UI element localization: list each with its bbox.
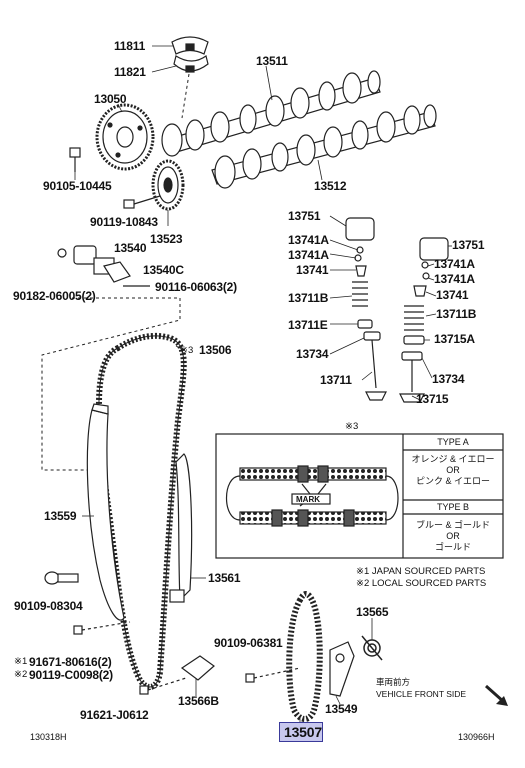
chain-tensioner-13540 <box>57 245 115 275</box>
bolt-90109-06381 <box>245 667 301 683</box>
label-13711b-left[interactable]: 13711B <box>288 291 329 305</box>
label-13540c[interactable]: 13540C <box>143 263 184 277</box>
label-13561[interactable]: 13561 <box>208 571 241 585</box>
label-11821[interactable]: 11821 <box>114 65 146 79</box>
label-13711e[interactable]: 13711E <box>288 318 328 332</box>
label-13734-left[interactable]: 13734 <box>296 347 329 361</box>
label-13559[interactable]: 13559 <box>44 509 77 523</box>
label-13741a-4[interactable]: 13741A <box>434 272 475 286</box>
label-90105-10445[interactable]: 90105-10445 <box>43 179 112 193</box>
label-13741a-3[interactable]: 13741A <box>434 257 475 271</box>
label-13741a-1[interactable]: 13741A <box>288 233 329 247</box>
label-13715a[interactable]: 13715A <box>434 332 475 346</box>
timing-chain-13506 <box>96 332 187 690</box>
label-13741-right[interactable]: 13741 <box>436 288 469 302</box>
label-90119-c0098[interactable]: 90119-C0098(2) <box>29 668 113 682</box>
mark-detail-3: ※3 <box>345 421 359 432</box>
camshaft-13512 <box>211 104 437 189</box>
label-90119-10843[interactable]: 90119-10843 <box>90 215 158 229</box>
valve-train-left <box>345 217 387 401</box>
label-13523[interactable]: 13523 <box>150 232 183 246</box>
label-13511[interactable]: 13511 <box>256 54 288 68</box>
mark-2: ※2 <box>14 669 28 680</box>
label-13751-right[interactable]: 13751 <box>452 238 485 252</box>
label-13512[interactable]: 13512 <box>314 179 347 193</box>
label-91671-80616[interactable]: 91671-80616(2) <box>29 655 112 669</box>
note-japan-sourced: ※1 JAPAN SOURCED PARTS <box>356 566 486 577</box>
chain-guide-13559 <box>86 403 125 621</box>
label-13751-left[interactable]: 13751 <box>288 209 321 223</box>
chain-mark-detail <box>215 433 504 559</box>
bearing-cap-11821 <box>173 55 209 73</box>
label-91621-j0612[interactable]: 91621-J0612 <box>80 708 149 722</box>
bolt-91621 <box>139 677 187 695</box>
sprocket-13523 <box>151 159 185 211</box>
mark-1: ※1 <box>14 656 28 667</box>
vvt-gear-13050 <box>95 103 155 171</box>
highlight-box-13507 <box>279 722 323 742</box>
label-13506[interactable]: 13506 <box>199 343 232 357</box>
chain-mark-label: MARK <box>296 495 320 504</box>
bolt-91671 <box>73 621 131 635</box>
legend-type-a: TYPE A <box>437 437 469 447</box>
ref-code-right: 130966H <box>458 732 495 742</box>
chain-color-legend: TYPE A オレンジ & イエロー OR ピンク & イエロー TYPE B … <box>403 434 503 558</box>
label-13711b-right[interactable]: 13711B <box>436 307 477 321</box>
label-13566b[interactable]: 13566B <box>178 694 219 708</box>
legend-type-a-or: OR <box>446 465 460 475</box>
label-13741-left[interactable]: 13741 <box>296 263 329 277</box>
bearing-cap-11811 <box>171 36 209 55</box>
label-13734-right[interactable]: 13734 <box>432 372 465 386</box>
leader-lines <box>74 45 452 722</box>
legend-type-a-color-2: ピンク & イエロー <box>416 476 490 486</box>
label-13507[interactable]: 13507 <box>284 724 322 740</box>
bracket-13566b <box>180 655 215 681</box>
bolt-90109-08304 <box>44 571 79 585</box>
label-13711[interactable]: 13711 <box>320 373 352 387</box>
front-arrow-icon <box>485 684 508 706</box>
note-front-jp: 車両前方 <box>376 677 411 687</box>
legend-type-b: TYPE B <box>436 502 469 512</box>
note-front-en: VEHICLE FRONT SIDE <box>376 689 467 699</box>
bolt-90105 <box>69 147 81 172</box>
legend-type-b-color-2: ゴールド <box>434 542 471 552</box>
chain-guide-13561 <box>169 453 193 603</box>
mark-japan-13506: ※3 <box>180 345 194 356</box>
gasket-13540c <box>103 261 131 283</box>
label-13050[interactable]: 13050 <box>94 92 127 106</box>
label-13549[interactable]: 13549 <box>325 702 358 716</box>
tensioner-13549 <box>329 641 355 697</box>
legend-type-b-or: OR <box>446 531 460 541</box>
label-13741a-2[interactable]: 13741A <box>288 248 329 262</box>
oil-pump-chain-13507 <box>286 591 323 722</box>
valve-train-right <box>399 237 449 403</box>
label-90182-06005[interactable]: 90182-06005(2) <box>13 289 96 303</box>
label-13565[interactable]: 13565 <box>356 605 389 619</box>
ref-code-left: 130318H <box>30 732 67 742</box>
label-90109-06381[interactable]: 90109-06381 <box>214 636 283 650</box>
label-13540[interactable]: 13540 <box>114 241 147 255</box>
note-local-sourced: ※2 LOCAL SOURCED PARTS <box>356 578 487 589</box>
legend-type-a-color-1: オレンジ & イエロー <box>411 454 495 464</box>
camshaft-13511 <box>161 70 381 157</box>
legend-type-b-color-1: ブルー & ゴールド <box>415 520 490 530</box>
label-90109-08304[interactable]: 90109-08304 <box>14 599 83 613</box>
label-11811[interactable]: 11811 <box>114 39 146 53</box>
label-90116-06063[interactable]: 90116-06063(2) <box>155 280 237 294</box>
label-13715[interactable]: 13715 <box>416 392 449 406</box>
bolt-90119 <box>123 195 161 209</box>
